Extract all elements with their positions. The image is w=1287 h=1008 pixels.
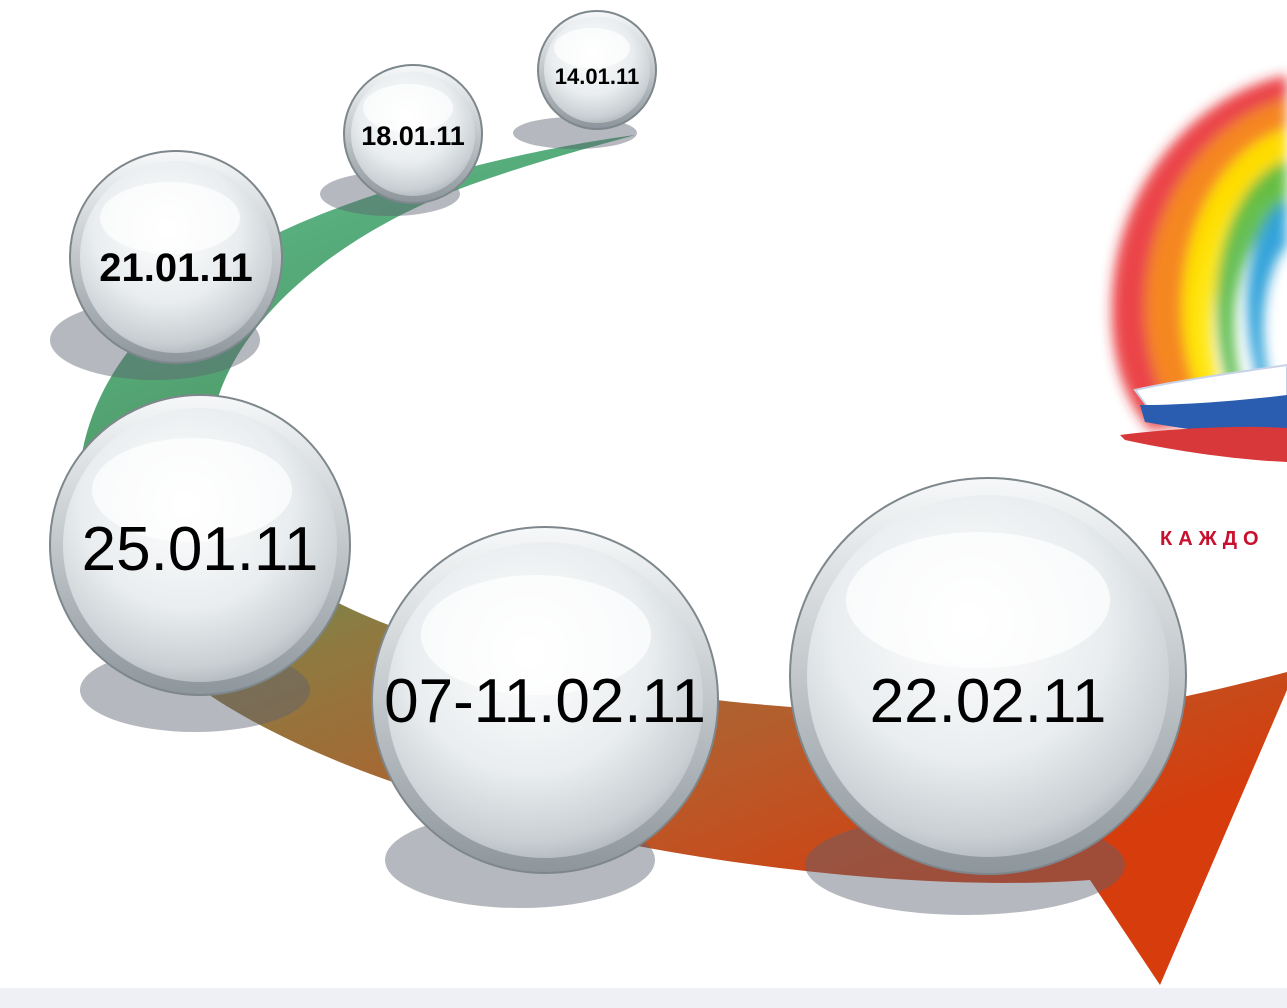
milestone-label: 25.01.11: [82, 515, 319, 584]
bubble-3: 21.01.11: [69, 150, 283, 364]
flag-wave-icon: [1120, 363, 1287, 462]
milestone-label: 07-11.02.11: [384, 667, 706, 736]
footer-band: [0, 988, 1287, 1008]
bubble-4: 25.01.11: [49, 394, 351, 696]
bubble-2: 18.01.11: [343, 64, 483, 204]
milestone-label: 21.01.11: [99, 246, 253, 290]
rainbow-icon: [1111, 75, 1287, 430]
bubble-5: 07-11.02.11: [371, 526, 719, 874]
milestone-label: 14.01.11: [555, 64, 639, 89]
milestone-label: 18.01.11: [361, 121, 465, 151]
logo: КАЖДО: [1111, 75, 1287, 550]
milestone-label: 22.02.11: [870, 667, 1107, 736]
bubble-1: 14.01.11: [537, 10, 657, 130]
bubble-6: 22.02.11: [789, 477, 1187, 875]
logo-caption: КАЖДО: [1160, 528, 1265, 550]
